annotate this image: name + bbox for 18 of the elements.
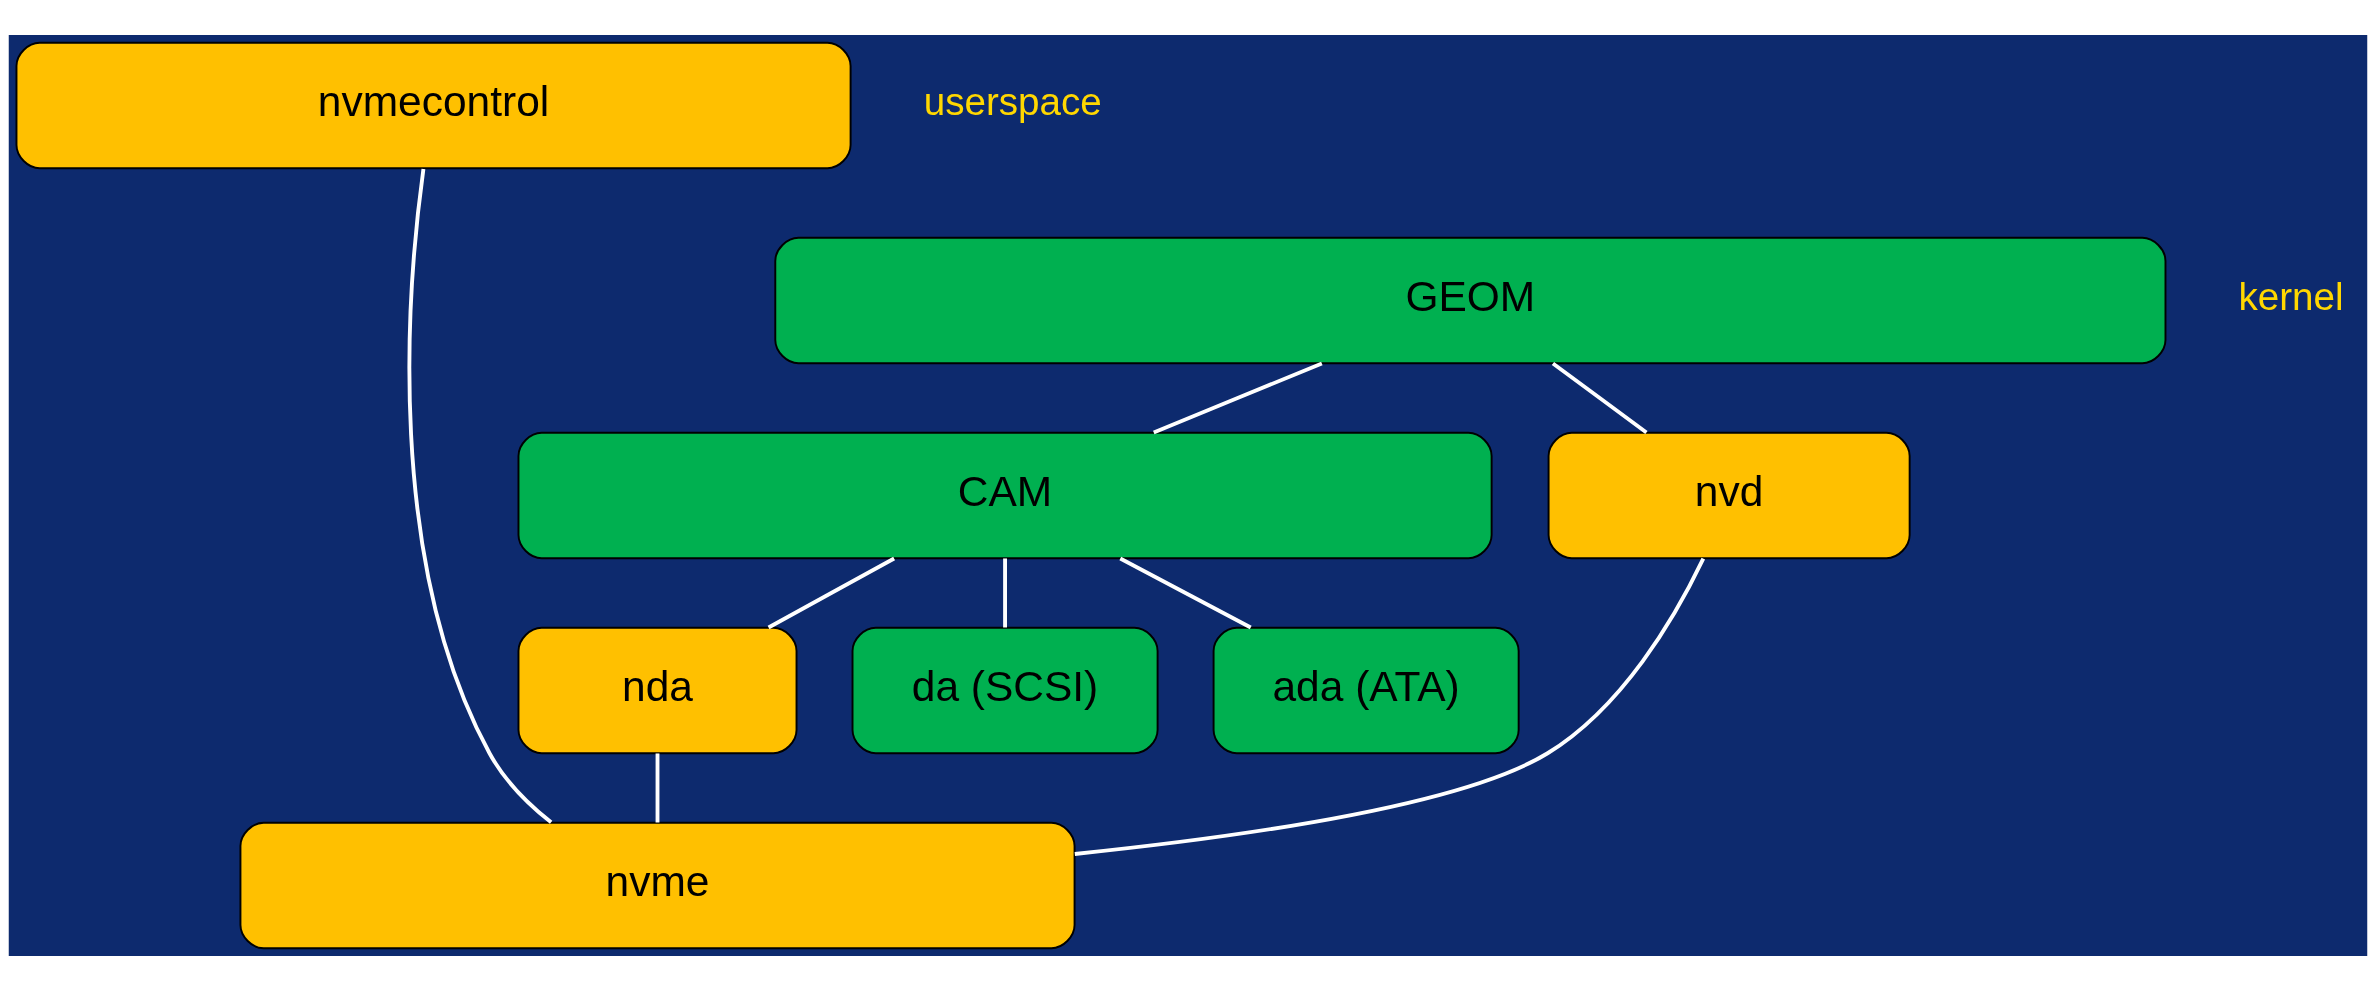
node-box: nvme [239, 821, 1076, 950]
connector [1153, 361, 1323, 435]
node-box: nvd [1547, 431, 1911, 560]
label: kernel [2238, 275, 2344, 319]
connector [407, 168, 553, 824]
connector [1551, 361, 1648, 435]
node-box: CAM [517, 431, 1493, 560]
connector [1003, 558, 1007, 628]
node-box: nvmecontrol [15, 41, 852, 170]
connector [655, 753, 660, 823]
node-box: GEOM [774, 236, 2167, 365]
node-box: da (SCSI) [851, 626, 1159, 755]
label: userspace [923, 80, 1102, 124]
connector [767, 556, 896, 630]
node-box: nda [517, 626, 798, 755]
connector [1074, 557, 1706, 856]
node-box: ada (ATA) [1212, 626, 1520, 755]
connector [1119, 556, 1252, 630]
